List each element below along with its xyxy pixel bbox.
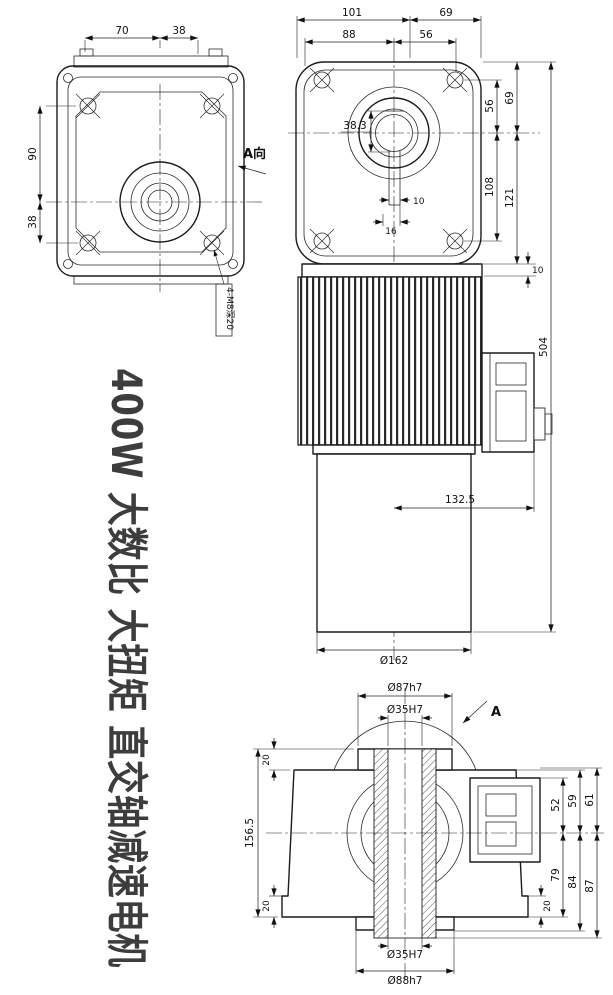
dim-overall-504: 504 — [538, 337, 550, 357]
hole-note: 4-M8深20 — [224, 287, 235, 330]
dim-20-top: 20 — [262, 754, 272, 766]
dim-90: 90 — [27, 147, 39, 160]
motor-fins — [297, 276, 483, 446]
view-a-label: A向 — [243, 146, 266, 162]
dim-56-top: 56 — [419, 29, 433, 41]
section-view: Ø87h7 Ø35H7 A 20 156.5 20 20 — [244, 682, 604, 987]
dim-flange-10: 10 — [532, 266, 544, 276]
dim-key-10: 10 — [413, 197, 425, 207]
dim-156-5: 156.5 — [244, 818, 256, 848]
dim-56-right: 56 — [484, 99, 496, 113]
flange-bolt-holes — [309, 67, 468, 254]
section-a-label: A — [491, 705, 501, 720]
dim-87: 87 — [584, 879, 596, 892]
dim-121: 121 — [504, 188, 516, 208]
dim-dia-87h7: Ø87h7 — [388, 682, 423, 694]
dim-101: 101 — [342, 7, 362, 19]
gearbox-outline — [56, 65, 245, 277]
dim-61: 61 — [584, 793, 596, 806]
motor-view: 132.5 Ø162 — [297, 263, 553, 667]
vertical-title: 400W 大数比 大扭矩 直交轴减速电机 — [102, 368, 151, 968]
dim-52: 52 — [550, 798, 562, 811]
terminal-box-section — [469, 777, 541, 863]
corner-ear-holes — [63, 73, 238, 269]
dim-79: 79 — [550, 868, 562, 881]
terminal-box — [481, 352, 553, 453]
dim-84: 84 — [567, 875, 579, 889]
dim-69-right: 69 — [504, 91, 516, 104]
dim-69-top: 69 — [439, 7, 452, 19]
dim-108: 108 — [484, 177, 496, 197]
dim-132-5: 132.5 — [445, 494, 475, 506]
dim-59: 59 — [567, 794, 579, 807]
motor-flange — [301, 263, 483, 278]
dim-70: 70 — [115, 25, 128, 37]
front-view: 70 38 90 38 A向 4-M8深20 — [27, 25, 267, 337]
gearbox-inner-face — [75, 91, 227, 253]
section-a-arrow — [462, 700, 488, 724]
view-a-arrow — [237, 165, 267, 175]
dim-dia-162: Ø162 — [380, 655, 408, 667]
dim-38-left: 38 — [27, 215, 39, 228]
dim-88: 88 — [342, 29, 355, 41]
mounting-holes — [75, 93, 225, 256]
dim-dia-35h7-bottom: Ø35H7 — [387, 949, 423, 961]
dim-20-right: 20 — [543, 900, 553, 912]
dim-38-3: 38.3 — [343, 120, 366, 132]
top-view: 38.3 10 16 101 69 88 56 56 6 — [288, 7, 556, 660]
dim-dia-35h7-top: Ø35H7 — [387, 704, 423, 716]
dim-dia-88h7: Ø88h7 — [388, 975, 423, 987]
dim-key-16: 16 — [385, 227, 397, 237]
motor-body — [316, 453, 472, 633]
hole-note-box — [215, 283, 233, 337]
dim-20-mid: 20 — [262, 900, 272, 912]
dim-38-top: 38 — [172, 25, 185, 37]
